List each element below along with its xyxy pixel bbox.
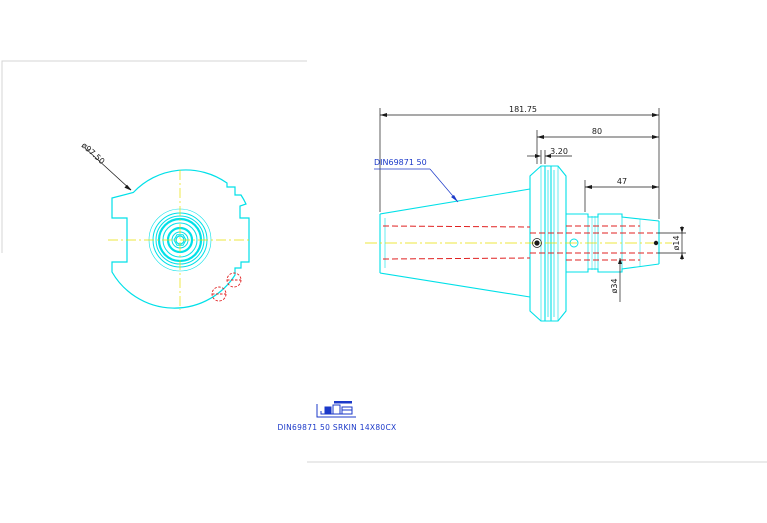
- end-view: ø97.50: [80, 141, 250, 310]
- flange-width-label: 3.20: [550, 147, 568, 156]
- hidden-bore-lines: [382, 225, 657, 261]
- flange-outline: [111, 169, 250, 309]
- flange-body: [529, 165, 567, 322]
- flange-diameter-leader: [84, 147, 132, 191]
- bore-diameter-label: ø14: [672, 235, 681, 250]
- end-view-centerlines: [108, 170, 250, 310]
- sheet-border: [1, 60, 767, 463]
- center-marker-ring: [532, 238, 542, 248]
- hex-socket: [173, 234, 187, 246]
- nose-diameter-label: ø34: [610, 278, 619, 293]
- callout-label: DIN69871 50: [374, 158, 427, 167]
- dimension-arrows: [380, 113, 684, 264]
- shank-length-label: 80: [592, 127, 602, 136]
- nose-length-label: 47: [617, 177, 627, 186]
- center-markers: [534, 240, 659, 246]
- side-view: [365, 165, 672, 322]
- overall-length-label: 181.75: [509, 105, 537, 114]
- callout-arrow: [451, 195, 458, 202]
- company-logo: [316, 401, 356, 418]
- dimension-lines: [379, 108, 686, 302]
- callout-leader: [374, 168, 459, 203]
- flange-diameter-label: ø97.50: [80, 141, 107, 166]
- drive-key-circles: [211, 272, 242, 302]
- drawing-title: DIN69871 50 SRKIN 14X80CX: [278, 423, 397, 432]
